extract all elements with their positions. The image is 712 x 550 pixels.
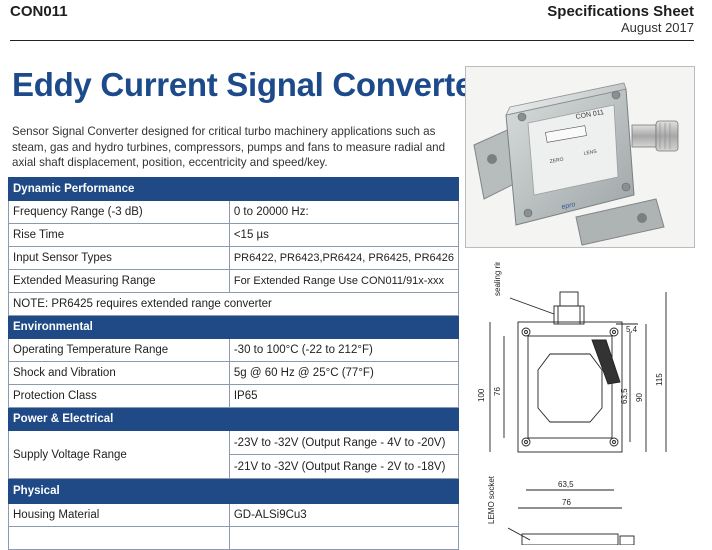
photo-lens-label: LENS	[583, 149, 598, 157]
spec-key: Extended Measuring Range	[8, 269, 230, 293]
spec-key: Frequency Range (-3 dB)	[8, 200, 230, 224]
screw-icon	[523, 208, 533, 218]
table-row: Supply Voltage Range-23V to -32V (Output…	[8, 430, 460, 479]
product-photo: CON 011 ZERO LENS epro	[465, 66, 695, 248]
spec-key: Housing Material	[8, 503, 230, 527]
table-row	[8, 526, 460, 550]
spec-key: Input Sensor Types	[8, 246, 230, 270]
spec-value: GD-ALSi9Cu3	[228, 503, 460, 527]
dim-label: 115	[655, 373, 664, 386]
table-row: Frequency Range (-3 dB)0 to 20000 Hz:	[8, 200, 460, 224]
dim-label: 100	[477, 388, 486, 402]
spec-table: Dynamic Performance Frequency Range (-3 …	[8, 177, 460, 550]
label-lemo-socket: LEMO socket	[487, 475, 496, 524]
table-row: NOTE: PR6425 requires extended range con…	[8, 292, 459, 316]
table-row: Rise Time<15 µs	[8, 223, 460, 247]
spec-value: For Extended Range Use CON011/91x-xxx	[228, 269, 460, 293]
dimension-drawing: sealing ring LEMO socket 5,4 100 76 63,5…	[477, 262, 667, 545]
section-physical: Physical	[8, 478, 459, 504]
converter-housing-image: CON 011 ZERO LENS epro	[473, 82, 679, 246]
doc-code: CON011	[10, 3, 68, 20]
spec-key: Supply Voltage Range	[8, 430, 230, 479]
dim-label: 76	[562, 498, 571, 507]
dim-label: 63,5	[620, 388, 629, 404]
spec-value: -21V to -32V (Output Range - 2V to -18V)	[228, 454, 460, 479]
spec-key: Protection Class	[8, 384, 230, 408]
photo-label: CON 011	[575, 109, 605, 121]
spec-value: IP65	[228, 384, 460, 408]
spec-value: 0 to 20000 Hz:	[228, 200, 460, 224]
dim-label: 90	[635, 393, 644, 402]
header-rule	[10, 40, 694, 41]
spec-value	[228, 526, 460, 550]
cable-gland-icon	[631, 124, 657, 148]
spec-value: <15 µs	[228, 223, 460, 247]
screw-icon	[611, 90, 621, 100]
spec-key	[8, 526, 230, 550]
dim-label: 76	[493, 387, 502, 396]
label-sealing-ring: sealing ring	[493, 262, 502, 296]
photo-zero-label: ZERO	[549, 157, 564, 165]
screw-icon	[621, 182, 631, 192]
section-power-electrical: Power & Electrical	[8, 407, 459, 431]
spec-note: NOTE: PR6425 requires extended range con…	[8, 292, 459, 316]
section-environmental: Environmental	[8, 315, 459, 339]
intro-text: Sensor Signal Converter designed for cri…	[12, 125, 446, 169]
spec-key: Rise Time	[8, 223, 230, 247]
spec-value: -30 to 100°C (-22 to 212°F)	[228, 338, 460, 362]
screw-icon	[517, 112, 527, 122]
section-dynamic-performance: Dynamic Performance	[8, 177, 459, 201]
sheet-date: August 2017	[620, 20, 694, 35]
spec-key: Shock and Vibration	[8, 361, 230, 385]
sheet-title: Specifications Sheet	[547, 3, 694, 20]
brand-logo: epro	[561, 201, 576, 211]
spec-value: 5g @ 60 Hz @ 25°C (77°F)	[228, 361, 460, 385]
dim-label: 5,4	[626, 325, 638, 334]
spec-value: -23V to -32V (Output Range - 4V to -20V)	[228, 430, 460, 455]
page-title: Eddy Current Signal Converter	[12, 66, 486, 103]
spec-key: Operating Temperature Range	[8, 338, 230, 362]
table-row: Operating Temperature Range-30 to 100°C …	[8, 338, 460, 362]
spec-value: PR6422, PR6423,PR6424, PR6425, PR6426	[228, 246, 460, 270]
dim-label: 63,5	[558, 480, 574, 489]
table-row: -21V to -32V (Output Range - 2V to -18V)	[9, 454, 460, 479]
